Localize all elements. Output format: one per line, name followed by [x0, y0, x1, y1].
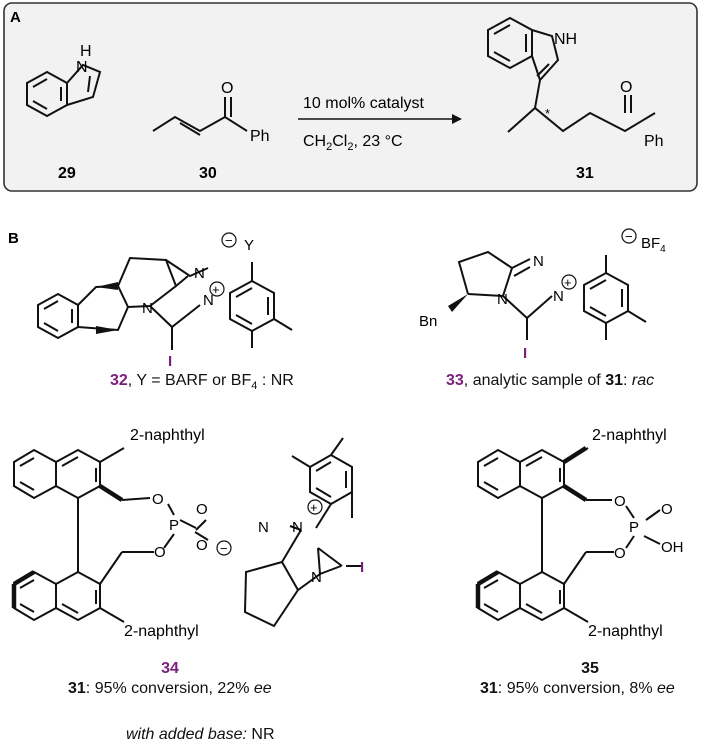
product-31-phenyl: Ph	[644, 133, 664, 150]
compound-31-label: 31	[576, 165, 594, 182]
c32-n2: N	[203, 292, 214, 309]
c34-o4: O	[154, 544, 166, 561]
wedge-32a	[96, 282, 118, 290]
enone-30-structure	[152, 97, 248, 136]
indole-29-nh: H	[80, 43, 92, 60]
c32-n1: N	[194, 265, 205, 282]
reaction-conditions-solvent: CH2Cl2, 23 °C	[303, 133, 403, 153]
c33-n1: N	[533, 253, 544, 270]
c32-caption: 32, Y = BARF or BF4 : NR	[110, 372, 294, 393]
c34-minus-charge	[216, 540, 232, 556]
c35-oh: OH	[661, 539, 684, 556]
panel-b-label: B	[8, 230, 19, 247]
c33-plus-sign: +	[564, 275, 572, 290]
enone-30-phenyl: Ph	[250, 128, 270, 145]
c34-iodine: I	[360, 559, 364, 576]
c33-n2: N	[553, 288, 564, 305]
c32-counterion: Y	[244, 237, 254, 254]
c35-number: 35	[581, 660, 599, 677]
c34-plus-sign: +	[310, 500, 318, 515]
c34-naphthyl-bottom: 2-naphthyl	[124, 623, 199, 640]
catalyst-34-bold-bonds	[11, 484, 124, 608]
stereocenter-star: *	[545, 106, 550, 121]
c34-o2: O	[196, 501, 208, 518]
reaction-conditions-catalyst: 10 mol% catalyst	[303, 95, 424, 112]
c35-o2: O	[661, 501, 673, 518]
c34-o1: O	[152, 491, 164, 508]
c34-minus-sign: −	[220, 541, 228, 556]
c33-plus-charge	[561, 274, 577, 290]
panel-a-label: A	[10, 9, 21, 26]
c32-minus-sign: −	[225, 233, 233, 248]
c34-n1: N	[258, 519, 269, 536]
wedge-32b	[96, 326, 118, 334]
c32-plus-sign: +	[212, 282, 220, 297]
compound-30-label: 30	[199, 165, 217, 182]
enone-30-oxygen: O	[221, 80, 233, 97]
catalyst-35-bold-bonds	[475, 446, 588, 608]
c34-result: 31: 95% conversion, 22% ee	[68, 680, 272, 697]
catalyst-34-triazolium	[243, 437, 362, 628]
c34-naphthyl-top: 2-naphthyl	[130, 427, 205, 444]
product-31-oxygen: O	[620, 79, 632, 96]
c33-bn-wedge	[448, 294, 468, 312]
panel-a-box	[3, 2, 698, 192]
c35-o1: O	[614, 493, 626, 510]
c34-number: 34	[161, 660, 179, 677]
c33-caption: 33, analytic sample of 31: rac	[446, 372, 655, 389]
product-31-structure	[487, 16, 656, 133]
product-31-nh: NH	[554, 31, 577, 48]
c34-n2: N	[292, 519, 303, 536]
indole-29-n: N	[76, 59, 88, 76]
c35-naphthyl-top: 2-naphthyl	[592, 427, 667, 444]
c33-minus-sign: −	[625, 229, 633, 244]
indole-29-structure	[26, 63, 102, 118]
c34-n3: N	[311, 569, 322, 586]
c33-counterion: BF4	[641, 235, 666, 255]
compound-29-label: 29	[58, 165, 76, 182]
c33-iodine: I	[523, 345, 527, 362]
c32-n3: N	[142, 300, 153, 317]
c34-base-note: with added base: NR	[126, 726, 275, 743]
catalyst-33-structure	[457, 250, 647, 340]
c34-o3: O	[196, 537, 208, 554]
catalyst-32-structure	[37, 256, 293, 350]
catalyst-34-binaphthyl	[13, 447, 209, 623]
c33-minus-charge	[621, 228, 637, 244]
c32-iodine: I	[168, 353, 172, 370]
c33-n3: N	[497, 291, 508, 308]
c33-bn: Bn	[419, 313, 437, 330]
c35-p: P	[629, 519, 639, 536]
reaction-arrowhead	[452, 114, 462, 124]
c35-result: 31: 95% conversion, 8% ee	[480, 680, 675, 697]
c34-p: P	[169, 517, 179, 534]
c35-o3: O	[614, 545, 626, 562]
c34-plus-charge	[307, 499, 323, 515]
c32-plus-charge	[209, 281, 225, 297]
c32-minus-charge	[221, 232, 237, 248]
c35-naphthyl-bottom: 2-naphthyl	[588, 623, 663, 640]
